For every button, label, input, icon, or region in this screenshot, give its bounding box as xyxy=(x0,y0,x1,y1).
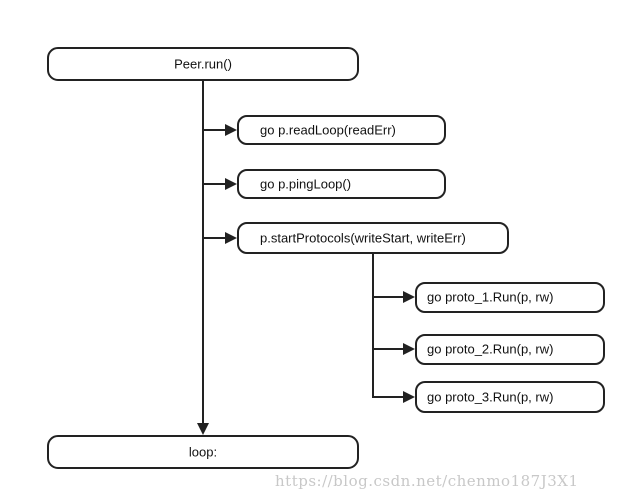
node-proto-1-label: go proto_1.Run(p, rw) xyxy=(427,289,553,304)
node-ping-loop: go p.pingLoop() xyxy=(237,169,446,199)
node-peer-run-label: Peer.run() xyxy=(174,56,232,71)
node-read-loop-label: go p.readLoop(readErr) xyxy=(260,122,396,137)
node-proto-1: go proto_1.Run(p, rw) xyxy=(415,282,605,313)
watermark-text: https://blog.csdn.net/chenmo187J3X1 xyxy=(275,472,579,490)
node-proto-2: go proto_2.Run(p, rw) xyxy=(415,334,605,365)
node-start-protocols: p.startProtocols(writeStart, writeErr) xyxy=(237,222,509,254)
arrow-to-loop xyxy=(197,423,209,435)
node-ping-loop-label: go p.pingLoop() xyxy=(260,176,351,191)
arrow-to-proto-2 xyxy=(403,343,415,355)
node-proto-2-label: go proto_2.Run(p, rw) xyxy=(427,341,553,356)
arrow-to-ping-loop xyxy=(225,178,237,190)
arrow-to-proto-1 xyxy=(403,291,415,303)
arrow-to-proto-3 xyxy=(403,391,415,403)
node-peer-run: Peer.run() xyxy=(47,47,359,81)
node-start-protocols-label: p.startProtocols(writeStart, writeErr) xyxy=(260,230,466,245)
arrow-to-start-protocols xyxy=(225,232,237,244)
node-loop: loop: xyxy=(47,435,359,469)
arrow-to-read-loop xyxy=(225,124,237,136)
node-read-loop: go p.readLoop(readErr) xyxy=(237,115,446,145)
node-proto-3: go proto_3.Run(p, rw) xyxy=(415,381,605,413)
node-loop-label: loop: xyxy=(189,444,217,459)
node-proto-3-label: go proto_3.Run(p, rw) xyxy=(427,389,553,404)
